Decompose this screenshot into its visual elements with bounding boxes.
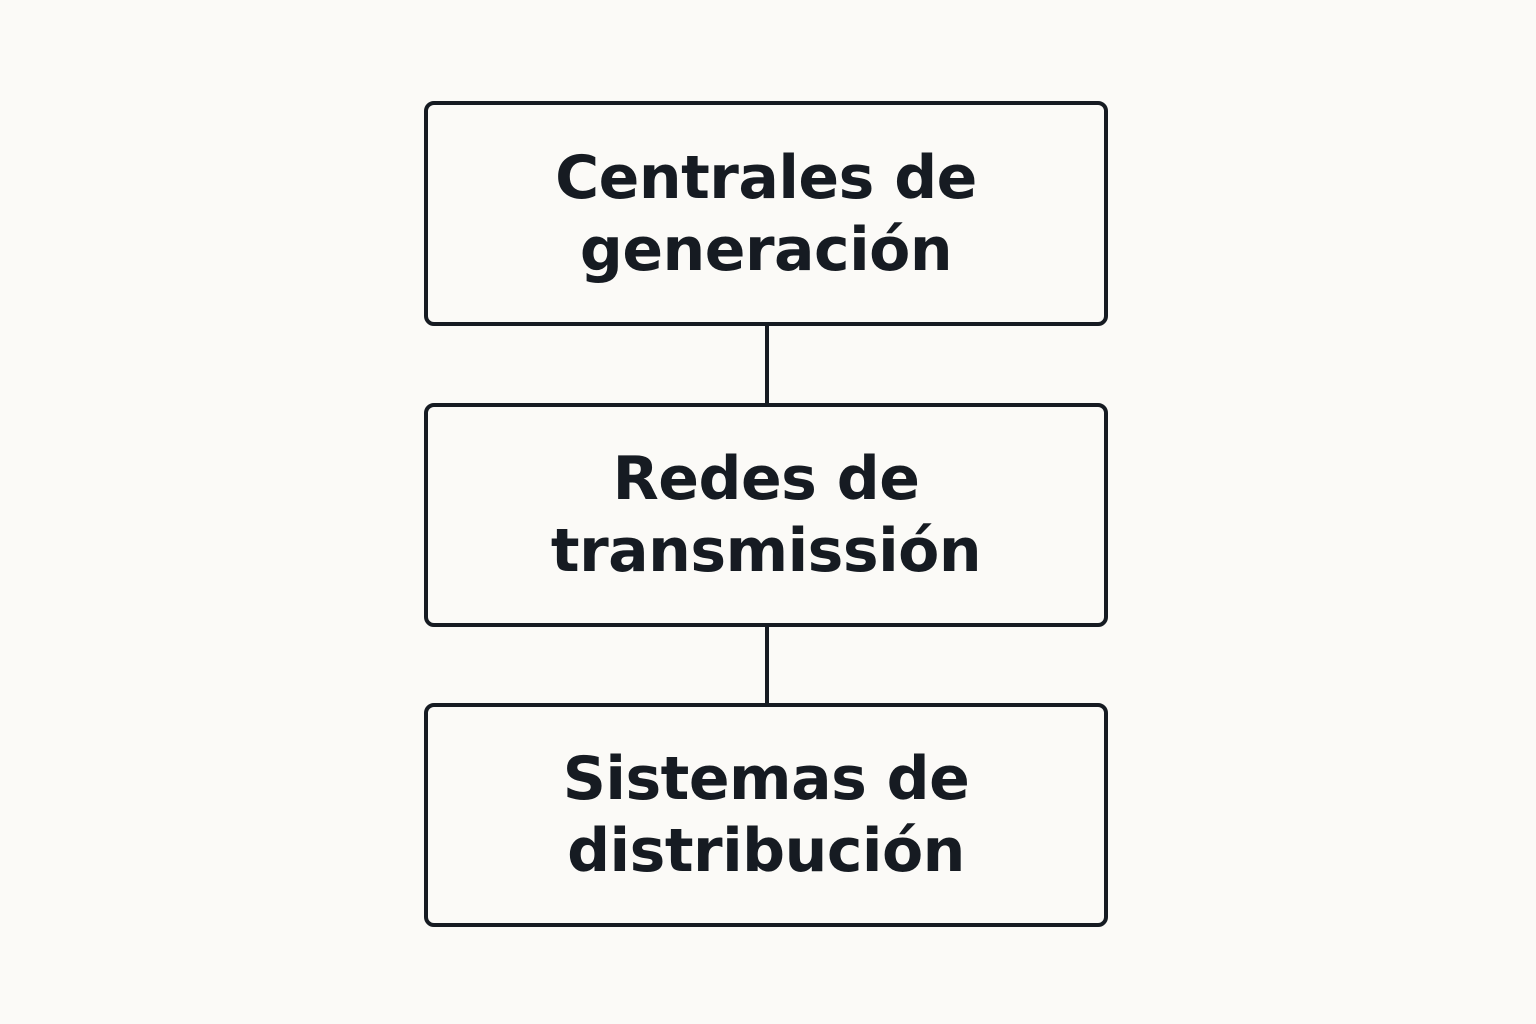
- node-label-line: transmissión: [550, 516, 982, 586]
- node-redes-de-transmision: Redes de transmissión: [424, 403, 1108, 627]
- node-sistemas-de-distribucion: Sistemas de distribución: [424, 703, 1108, 927]
- node-label-line: Redes de: [612, 444, 920, 514]
- node-centrales-de-generacion: Centrales de generación: [424, 101, 1108, 326]
- node-label-line: Sistemas de: [562, 744, 970, 814]
- node-label-line: distribución: [567, 816, 965, 886]
- connector-generation-to-transmission: [765, 326, 769, 403]
- node-label-line: generación: [579, 214, 953, 285]
- connector-transmission-to-distribution: [765, 627, 769, 703]
- node-label-line: Centrales de: [555, 142, 977, 213]
